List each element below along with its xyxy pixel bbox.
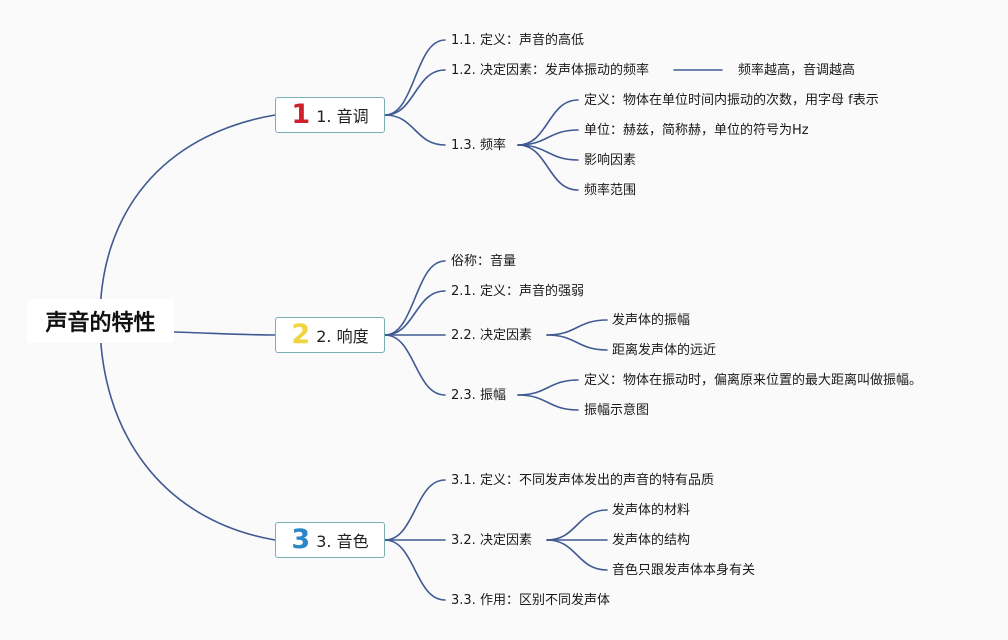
node-2-3-child[interactable]: 定义：物体在振动时，偏离原来位置的最大距离叫做振幅。 — [584, 373, 923, 388]
number-2-icon: 2 — [291, 318, 311, 350]
root-to-section-2-connector — [173, 331, 276, 336]
node-3-2-connector — [546, 539, 608, 571]
node-2-2-connector — [546, 319, 608, 336]
section-2-connector — [384, 290, 446, 336]
node-3-2-child[interactable]: 发声体的结构 — [612, 533, 691, 548]
node-3-2-connector — [546, 509, 608, 541]
node-1-3-connector — [517, 144, 579, 191]
node-2-0[interactable]: 俗称：音量 — [451, 254, 517, 269]
section-title: 2. 响度 — [316, 327, 369, 346]
node-1-1[interactable]: 1.1. 定义：声音的高低 — [451, 33, 584, 48]
root-title: 声音的特性 — [45, 311, 156, 336]
section-loudness[interactable]: 2 2. 响度 — [275, 317, 385, 353]
node-3-2[interactable]: 3.2. 决定因素 — [451, 533, 532, 548]
section-2-connector — [384, 260, 446, 336]
node-3-2-child[interactable]: 发声体的材料 — [612, 503, 691, 518]
section-title: 3. 音色 — [316, 532, 369, 551]
section-1-connector — [384, 114, 446, 146]
number-1-icon: 1 — [291, 98, 311, 130]
node-1-3-child[interactable]: 频率范围 — [584, 183, 637, 198]
number-3-icon: 3 — [291, 523, 311, 555]
section-2-connector — [384, 334, 446, 396]
node-2-2-connector — [546, 334, 608, 351]
node-2-3[interactable]: 2.3. 振幅 — [451, 388, 506, 403]
node-2-3-connector — [517, 394, 579, 411]
node-1-2-extra[interactable]: 频率越高，音调越高 — [738, 63, 856, 78]
section-3-connector — [384, 479, 446, 541]
node-3-1[interactable]: 3.1. 定义：不同发声体发出的声音的特有品质 — [451, 473, 714, 488]
node-1-2[interactable]: 1.2. 决定因素：发声体振动的频率 — [451, 63, 649, 78]
node-2-2-child[interactable]: 距离发声体的远近 — [612, 343, 717, 358]
node-2-2-child[interactable]: 发声体的振幅 — [612, 313, 691, 328]
node-1-3-child[interactable]: 影响因素 — [584, 153, 637, 168]
node-2-3-child[interactable]: 振幅示意图 — [584, 403, 650, 418]
node-1-3-child[interactable]: 定义：物体在单位时间内振动的次数，用字母 f表示 — [584, 93, 879, 108]
section-1-connector — [384, 69, 446, 116]
section-1-connector — [384, 39, 446, 116]
node-1-3-child[interactable]: 单位：赫兹，简称赫，单位的符号为Hz — [584, 123, 809, 138]
node-2-3-connector — [517, 379, 579, 396]
node-1-3[interactable]: 1.3. 频率 — [451, 138, 506, 153]
section-title: 1. 音调 — [316, 107, 369, 126]
node-1-3-connector — [517, 99, 579, 146]
section-pitch[interactable]: 1 1. 音调 — [275, 97, 385, 133]
section-timbre[interactable]: 3 3. 音色 — [275, 522, 385, 558]
node-3-3[interactable]: 3.3. 作用：区别不同发声体 — [451, 593, 610, 608]
node-2-2[interactable]: 2.2. 决定因素 — [451, 328, 532, 343]
root-topic[interactable]: 声音的特性 — [27, 299, 174, 343]
node-2-1[interactable]: 2.1. 定义：声音的强弱 — [451, 284, 584, 299]
node-3-2-child[interactable]: 音色只跟发声体本身有关 — [612, 563, 756, 578]
section-3-connector — [384, 539, 446, 601]
